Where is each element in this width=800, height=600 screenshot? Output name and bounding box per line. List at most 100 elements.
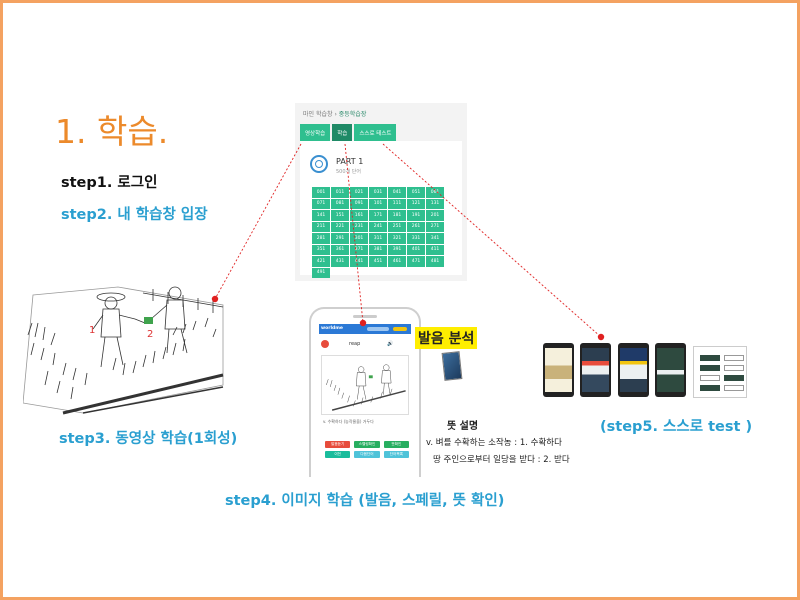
word-set-cell[interactable]: 181 bbox=[388, 210, 406, 221]
word-set-cell[interactable]: 441 bbox=[350, 256, 368, 267]
word-set-cell[interactable]: 221 bbox=[331, 221, 349, 232]
svg-text:2: 2 bbox=[147, 329, 153, 340]
word-set-cell[interactable]: 331 bbox=[407, 233, 425, 244]
meaning-line-1: v. 벼를 수확하는 소작농 : 1. 수확하다 bbox=[426, 438, 562, 448]
word-set-cell[interactable]: 421 bbox=[312, 256, 330, 267]
word-set-cell[interactable]: 341 bbox=[426, 233, 444, 244]
word-image bbox=[321, 355, 409, 415]
word-set-cell[interactable]: 301 bbox=[350, 233, 368, 244]
word-set-cell[interactable]: 471 bbox=[407, 256, 425, 267]
word-set-cell[interactable]: 271 bbox=[426, 221, 444, 232]
test-phone-3 bbox=[618, 343, 649, 397]
phone-action-button[interactable]: 뜻확인 bbox=[383, 441, 409, 448]
word-set-cell[interactable]: 351 bbox=[312, 244, 330, 255]
word-number-badge bbox=[321, 340, 329, 348]
word-set-cell[interactable]: 291 bbox=[331, 233, 349, 244]
step5-label: (step5. 스스로 test ) bbox=[600, 419, 753, 435]
app-logo: worldme bbox=[321, 326, 343, 331]
breadcrumb-item-current[interactable]: 중등학습장 bbox=[338, 111, 367, 118]
step1-label: step1. 로그인 bbox=[61, 175, 158, 191]
word-set-cell[interactable]: 241 bbox=[369, 221, 387, 232]
connector-dot-image bbox=[359, 319, 367, 327]
word-set-cell[interactable]: 131 bbox=[426, 198, 444, 209]
word-set-cell[interactable]: 211 bbox=[312, 221, 330, 232]
image-caption: v. 수확하다 (농작물을) 거두다 bbox=[323, 419, 374, 424]
app-header: worldme bbox=[319, 324, 411, 334]
tab-self-test[interactable]: 스스로 테스트 bbox=[354, 124, 397, 142]
video-learning-illustration: 2 1 bbox=[23, 286, 224, 415]
word-set-cell[interactable]: 491 bbox=[312, 267, 330, 278]
word-set-cell[interactable]: 011 bbox=[331, 187, 349, 198]
phone-action-button[interactable]: 발음듣기 bbox=[325, 441, 351, 448]
word-set-cell[interactable]: 061 bbox=[426, 187, 444, 198]
connector-lines bbox=[211, 143, 605, 341]
word-set-cell[interactable]: 391 bbox=[388, 244, 406, 255]
word-set-cell[interactable]: 191 bbox=[407, 210, 425, 221]
tab-video-learning[interactable]: 영상학습 bbox=[300, 124, 331, 142]
word-set-cell[interactable]: 371 bbox=[350, 244, 368, 255]
word-set-cell[interactable]: 231 bbox=[350, 221, 368, 232]
word-set-cell[interactable]: 311 bbox=[369, 233, 387, 244]
word-set-cell[interactable]: 081 bbox=[331, 198, 349, 209]
phone-action-button[interactable]: 스펠링확인 bbox=[354, 441, 380, 448]
header-pill bbox=[367, 327, 389, 331]
connector-test bbox=[382, 143, 602, 338]
learning-web-panel: 마인 학습창 › 중등학습장 영상학습 학습 스스로 테스트 PART 1 50… bbox=[295, 103, 467, 281]
word-set-cell[interactable]: 001 bbox=[312, 187, 330, 198]
breadcrumb-item-main[interactable]: 마인 학습창 bbox=[303, 111, 333, 118]
word-set-cell[interactable]: 071 bbox=[312, 198, 330, 209]
word-set-cell[interactable]: 041 bbox=[388, 187, 406, 198]
tab-learning[interactable]: 학습 bbox=[332, 124, 353, 142]
meaning-title: 뜻 설명 bbox=[447, 421, 479, 432]
word-set-cell[interactable]: 161 bbox=[350, 210, 368, 221]
part-title: PART 1 bbox=[336, 157, 364, 166]
word-set-cell[interactable]: 451 bbox=[369, 256, 387, 267]
phone-action-button[interactable]: 이전 bbox=[325, 451, 351, 458]
meaning-line-2: 땅 주인으로부터 일당을 받다 : 2. 받다 bbox=[433, 455, 570, 465]
word-set-cell[interactable]: 461 bbox=[388, 256, 406, 267]
word-set-cell[interactable]: 401 bbox=[407, 244, 425, 255]
word-set-cell[interactable]: 091 bbox=[350, 198, 368, 209]
word-set-cell[interactable]: 171 bbox=[369, 210, 387, 221]
word-set-cell[interactable]: 381 bbox=[369, 244, 387, 255]
speaker-icon[interactable]: 🔊 bbox=[387, 341, 394, 347]
step3-label: step3. 동영상 학습(1회성) bbox=[59, 431, 238, 447]
connector-dot-test bbox=[597, 333, 605, 341]
connector-image bbox=[344, 143, 364, 324]
word-set-cell[interactable]: 031 bbox=[369, 187, 387, 198]
word-set-cell[interactable]: 261 bbox=[407, 221, 425, 232]
phone-action-button[interactable]: 다음단어 bbox=[354, 451, 380, 458]
tab-bar: 영상학습 학습 스스로 테스트 bbox=[300, 124, 397, 142]
pronunciation-analysis-label: 발음 분석 bbox=[415, 327, 478, 349]
word-set-cell[interactable]: 151 bbox=[331, 210, 349, 221]
word-set-cell[interactable]: 251 bbox=[388, 221, 406, 232]
word-set-cell[interactable]: 021 bbox=[350, 187, 368, 198]
word-set-cell[interactable]: 101 bbox=[369, 198, 387, 209]
word-set-cell[interactable]: 281 bbox=[312, 233, 330, 244]
connector-video bbox=[214, 143, 302, 300]
word-set-cell[interactable]: 321 bbox=[388, 233, 406, 244]
word-set-cell[interactable]: 121 bbox=[407, 198, 425, 209]
gear-icon bbox=[310, 155, 328, 173]
phone-action-button[interactable]: 단어목록 bbox=[383, 451, 409, 458]
part-subtitle: 500개 단어 bbox=[336, 169, 361, 175]
chevron-right-icon: › bbox=[334, 111, 339, 118]
word-set-cell[interactable]: 141 bbox=[312, 210, 330, 221]
word-set-cell[interactable]: 201 bbox=[426, 210, 444, 221]
phone-speaker bbox=[353, 315, 377, 318]
word-set-cell[interactable]: 051 bbox=[407, 187, 425, 198]
word-set-cell[interactable]: 431 bbox=[331, 256, 349, 267]
word-set-cell[interactable]: 111 bbox=[388, 198, 406, 209]
word-row: reap 🔊 bbox=[319, 339, 411, 351]
word-set-cell[interactable]: 481 bbox=[426, 256, 444, 267]
header-pill-yellow bbox=[393, 327, 407, 331]
test-phone-5 bbox=[693, 346, 747, 398]
connector-dot-video bbox=[211, 295, 219, 303]
word-set-cell[interactable]: 361 bbox=[331, 244, 349, 255]
word-set-cell[interactable]: 411 bbox=[426, 244, 444, 255]
